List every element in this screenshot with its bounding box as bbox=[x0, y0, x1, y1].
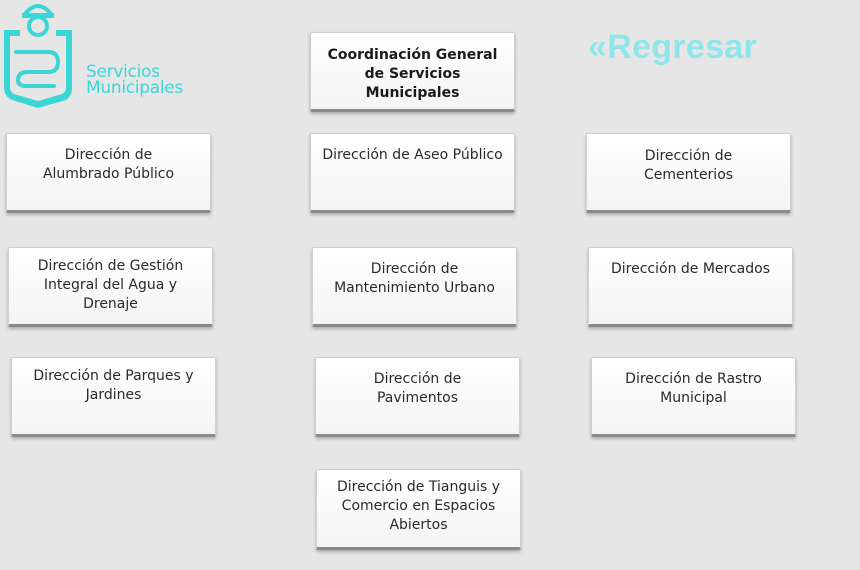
logo-line-2: Municipales bbox=[86, 78, 183, 98]
coordination-card[interactable]: Coordinación General de Servicios Munici… bbox=[310, 32, 515, 112]
direction-card-pavimentos[interactable]: Dirección de Pavimentos bbox=[315, 357, 520, 437]
logo-text: Servicios Municipales bbox=[86, 62, 183, 98]
direction-card-mantenimiento[interactable]: Dirección de Mantenimiento Urbano bbox=[312, 247, 517, 327]
direction-card-cementerios[interactable]: Dirección de Cementerios bbox=[586, 133, 791, 213]
direction-card-parques[interactable]: Dirección de Parques y Jardines bbox=[11, 357, 216, 437]
direction-card-tianguis[interactable]: Dirección de Tianguis y Comercio en Espa… bbox=[316, 469, 521, 550]
direction-card-mercados[interactable]: Dirección de Mercados bbox=[588, 247, 793, 327]
back-link[interactable]: «Regresar bbox=[588, 28, 758, 66]
servicios-municipales-logo: Servicios Municipales bbox=[0, 0, 200, 115]
direction-card-alumbrado[interactable]: Dirección de Alumbrado Público bbox=[6, 133, 211, 213]
direction-card-aseo[interactable]: Dirección de Aseo Público bbox=[310, 133, 515, 213]
municipal-worker-icon bbox=[4, 4, 72, 108]
logo-line-1: Servicios bbox=[86, 62, 160, 82]
direction-card-gestion-agua[interactable]: Dirección de Gestión Integral del Agua y… bbox=[8, 247, 213, 327]
direction-card-rastro[interactable]: Dirección de Rastro Municipal bbox=[591, 357, 796, 437]
